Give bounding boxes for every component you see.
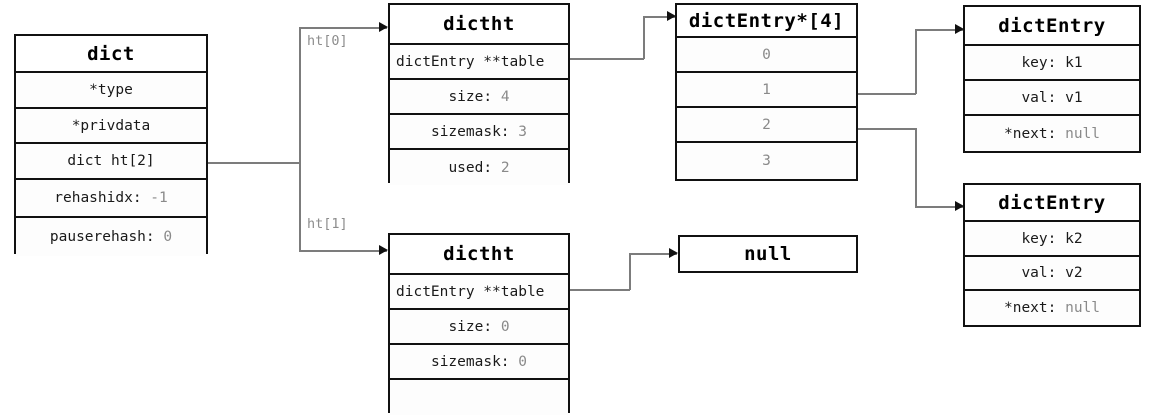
array-slot-index: 3 <box>762 153 771 169</box>
field-value: 4 <box>500 88 510 105</box>
edge-slot1-riser <box>915 29 917 94</box>
node-dictht-1-field-size: size: 0 <box>390 310 568 345</box>
field-value: -1 <box>150 190 168 206</box>
field-label: key: <box>1021 54 1066 71</box>
edge-table0-to-array <box>643 16 675 18</box>
edge-slot1-out <box>858 93 916 95</box>
arrow-to-dictht0 <box>379 22 388 32</box>
field-label: pauserehash: <box>49 229 164 245</box>
field-label: sizemask: <box>430 123 519 140</box>
array-slot-2: 2 <box>677 108 856 143</box>
field-label: val: <box>1021 89 1066 106</box>
field-label: *next: <box>1003 125 1066 142</box>
field-label: rehashidx: <box>54 190 151 206</box>
array-slot-index: 0 <box>762 46 771 63</box>
node-dictentry-1: dictEntry key: k1 val: v1 *next: null <box>963 5 1141 153</box>
field-label: *privdata <box>71 117 151 134</box>
node-dict-field-rehashidx: rehashidx: -1 <box>16 180 206 218</box>
edge-split-to-dictht1 <box>299 250 387 252</box>
arrow-to-array <box>667 11 676 21</box>
edge-table0-out <box>568 58 644 60</box>
edge-table1-out <box>568 289 630 291</box>
field-value: v1 <box>1065 89 1083 106</box>
node-dictht-0-field-table: dictEntry **table <box>390 45 568 80</box>
node-dictht-1-header: dictht <box>390 235 568 275</box>
field-value: v2 <box>1065 265 1083 281</box>
edge-table1-riser <box>629 253 631 290</box>
node-array: dictEntry*[4] 0 1 2 3 <box>675 3 858 181</box>
edge-label-ht1: ht[1] <box>307 216 348 232</box>
field-label: key: <box>1021 230 1066 247</box>
field-label: sizemask: <box>430 353 519 370</box>
field-value: 0 <box>518 353 528 370</box>
arrow-to-entry1 <box>955 24 964 34</box>
node-array-header: dictEntry*[4] <box>677 5 856 38</box>
field-label: size: <box>448 88 501 105</box>
field-label: used: <box>448 159 501 176</box>
field-value: k2 <box>1065 230 1083 247</box>
array-slot-index: 2 <box>762 116 771 133</box>
node-dictht-0-header: dictht <box>390 5 568 45</box>
array-slot-3: 3 <box>677 143 856 179</box>
node-dictht-1-field-clipped <box>390 380 568 415</box>
node-dictht-0-field-size: size: 4 <box>390 80 568 115</box>
edge-split-vertical <box>299 27 301 251</box>
node-dictentry-2: dictEntry key: k2 val: v2 *next: null <box>963 183 1141 327</box>
node-null-header: null <box>680 237 856 271</box>
field-value: 0 <box>500 318 510 335</box>
node-dictentry-2-field-val: val: v2 <box>965 257 1139 291</box>
array-slot-0: 0 <box>677 38 856 73</box>
field-value: null <box>1065 125 1101 142</box>
field-value: null <box>1065 300 1101 316</box>
field-value: 2 <box>500 159 510 176</box>
node-dictentry-1-field-key: key: k1 <box>965 46 1139 81</box>
field-label: dict ht[2] <box>67 153 155 169</box>
field-label: val: <box>1021 265 1066 281</box>
node-dictht-0: dictht dictEntry **table size: 4 sizemas… <box>388 3 570 185</box>
arrow-to-null <box>669 248 678 258</box>
node-dictht-1: dictht dictEntry **table size: 0 sizemas… <box>388 233 570 415</box>
node-dictht-0-field-used: used: 2 <box>390 150 568 185</box>
node-dict-field-pauserehash: pauserehash: 0 <box>16 218 206 256</box>
field-label: size: <box>448 318 501 335</box>
edge-table1-to-null <box>629 253 677 255</box>
node-dictht-0-field-sizemask: sizemask: 3 <box>390 115 568 150</box>
field-value: k1 <box>1065 54 1083 71</box>
node-dictentry-2-header: dictEntry <box>965 185 1139 222</box>
arrow-to-dictht1 <box>379 245 388 255</box>
field-label: *next: <box>1003 300 1066 316</box>
node-dict-field-type: *type <box>16 73 206 109</box>
field-value: 3 <box>518 123 528 140</box>
node-dictentry-2-field-key: key: k2 <box>965 222 1139 257</box>
edge-split-to-dictht0 <box>299 27 387 29</box>
node-dict-field-ht: dict ht[2] <box>16 144 206 180</box>
edge-dict-to-split <box>208 162 300 164</box>
node-dictentry-1-field-val: val: v1 <box>965 81 1139 116</box>
edge-label-ht0: ht[0] <box>307 33 348 49</box>
edge-table0-riser <box>643 16 645 59</box>
node-dictht-1-field-table: dictEntry **table <box>390 275 568 310</box>
node-dict: dict *type *privdata dict ht[2] rehashid… <box>14 34 208 256</box>
arrow-to-entry2 <box>955 201 964 211</box>
array-slot-index: 1 <box>762 81 771 98</box>
node-dictentry-1-field-next: *next: null <box>965 116 1139 151</box>
edge-slot2-dropper <box>915 128 917 207</box>
node-dictentry-1-header: dictEntry <box>965 7 1139 46</box>
array-slot-1: 1 <box>677 73 856 108</box>
field-value: 0 <box>163 229 173 245</box>
field-label: *type <box>89 82 133 98</box>
edge-slot2-out <box>858 128 916 130</box>
node-dict-header: dict <box>16 36 206 73</box>
edge-slot2-to-entry2 <box>915 206 963 208</box>
node-null: null <box>678 235 858 273</box>
node-dict-field-privdata: *privdata <box>16 109 206 144</box>
node-dictentry-2-field-next: *next: null <box>965 291 1139 325</box>
edge-slot1-to-entry1 <box>915 29 963 31</box>
node-dictht-1-field-sizemask: sizemask: 0 <box>390 345 568 380</box>
